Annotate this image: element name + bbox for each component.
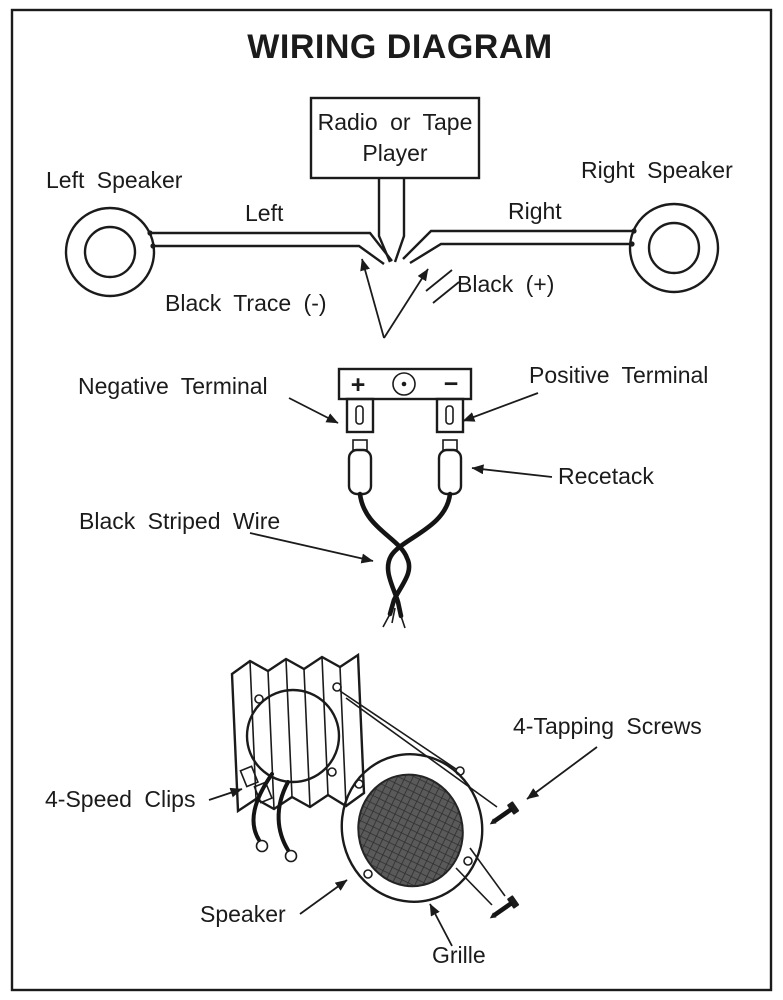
black-trace-leader-left [360,258,385,339]
diagram-title: WIRING DIAGRAM [247,28,552,66]
grille-mesh [357,773,464,888]
right-speaker-icon [628,202,720,294]
radio-box [309,96,481,180]
terminal-plate [337,367,473,401]
receptacle-label: Recetack [558,463,654,489]
radio-box-label-line2: Player [362,140,428,166]
negative-terminal-leader [288,397,339,424]
panel-fold-lines [249,656,347,810]
page-frame [10,8,773,992]
black-trace-label: Black Trace (-) [165,290,327,316]
receptacle-right-icon [437,439,463,496]
wire-frayed-tips [382,607,406,629]
plus-symbol: + [351,371,366,399]
screw-alignment-line [469,847,506,897]
grille-screw-hole [354,779,364,789]
screw-alignment-line [339,690,457,770]
speaker-back-icon [239,682,342,863]
twisted-wire-right [385,491,453,619]
minus-symbol: − [444,370,459,398]
radio-stub-left [377,179,392,263]
black-plus-tick-2 [432,281,460,304]
receptacle-left-icon [347,439,373,496]
positive-terminal-label: Positive Terminal [529,362,708,388]
tapping-screw-icon [489,801,520,825]
bottom-section: 4-Speed Clips [45,652,702,968]
screw-alignment-line [455,867,493,906]
tapping-screw-icon [489,895,520,919]
top-section: Radio or Tape Player Left Speaker Right … [46,96,733,339]
black-trace-leader-right [383,268,429,339]
mounting-hole [332,682,342,692]
mounting-hole [254,694,264,704]
speaker-pigtail-wire [276,780,290,852]
grille-screw-hole [363,869,373,879]
ring-terminal-icon [255,839,269,853]
negative-terminal-label: Negative Terminal [78,373,268,399]
terminal-block-icon: + − [337,367,473,434]
grille-screw-hole [455,766,465,776]
grille-label: Grille [432,942,486,968]
speaker-leader [299,879,348,915]
speaker-label: Speaker [200,901,286,927]
twisted-wire-left [357,491,412,617]
left-wire-bottom [153,244,385,265]
speaker-pigtail-wire [251,772,274,842]
speed-clip-icon [253,781,273,804]
tapping-screws-leader [526,746,598,800]
grille-icon [340,753,484,903]
right-wire-bottom [409,242,632,265]
ring-terminal-icon [284,849,298,863]
speed-clips-label: 4-Speed Clips [45,786,195,812]
black-plus-tick-1 [425,269,453,292]
left-speaker-icon [64,206,156,298]
radio-stub-right [393,179,406,263]
black-plus-label: Black (+) [457,271,554,297]
black-striped-wire-leader [249,532,374,564]
middle-section: Negative Terminal Positive Terminal + − … [78,362,708,629]
right-wire-top [402,229,634,260]
terminal-indicator-circle [392,372,416,396]
speed-clips-leader [208,787,243,801]
terminal-slot-left [355,405,364,425]
terminal-slot-right [445,405,454,425]
mounting-hole [327,767,337,777]
grille-leader [429,903,453,947]
terminal-indicator-dot [401,381,407,387]
left-wire-label: Left [245,200,284,226]
terminal-tab-negative [345,397,375,434]
left-speaker-label: Left Speaker [46,167,183,193]
door-panel-icon [230,652,366,814]
positive-terminal-leader [462,392,539,422]
tapping-screws-label: 4-Tapping Screws [513,713,702,739]
right-wire-label: Right [508,198,562,224]
receptacle-leader [471,464,553,478]
terminal-tab-positive [435,397,465,434]
grille-screw-hole [463,856,473,866]
black-striped-wire-label: Black Striped Wire [79,508,280,534]
radio-box-label-line1: Radio or Tape [318,109,473,135]
speed-clip-icon [239,765,259,788]
right-speaker-label: Right Speaker [581,157,733,183]
